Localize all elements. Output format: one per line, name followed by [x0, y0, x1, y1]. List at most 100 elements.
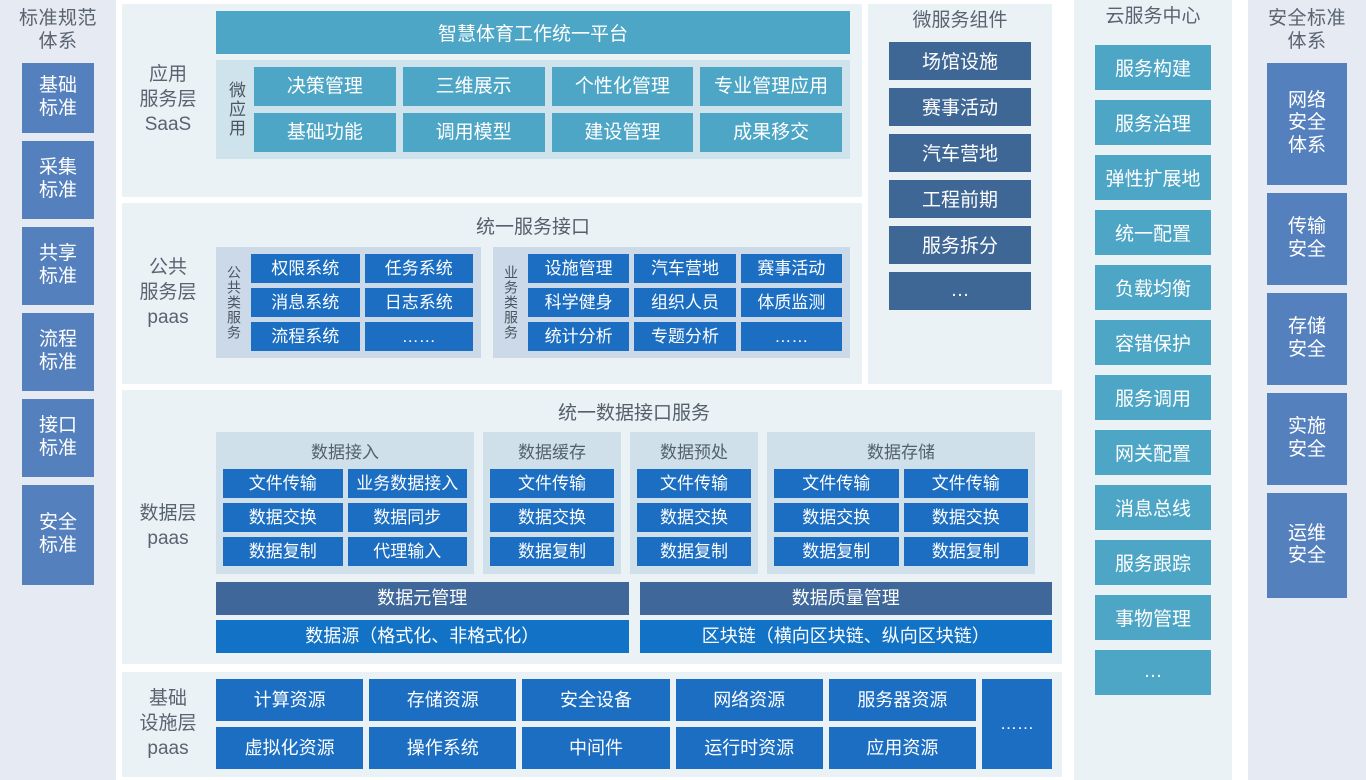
right-rail-item-2[interactable]: 存储安全	[1267, 292, 1347, 385]
infra-item-6[interactable]: 操作系统	[369, 727, 517, 769]
public-service-item-1-3[interactable]: 科学健身	[528, 288, 630, 317]
right-rail-item-3[interactable]: 实施安全	[1267, 392, 1347, 485]
data-source-bar-0[interactable]: 数据源（格式化、非格式化）	[216, 620, 629, 653]
left-rail-item-0[interactable]: 基础标准	[22, 62, 94, 133]
right-rail-item-4[interactable]: 运维安全	[1267, 492, 1347, 598]
app-item-4[interactable]: 基础功能	[254, 113, 396, 152]
public-service-item-0-0[interactable]: 权限系统	[251, 254, 360, 283]
app-item-3[interactable]: 专业管理应用	[700, 67, 842, 106]
infra-item-2[interactable]: 安全设备	[522, 679, 670, 721]
app-item-2[interactable]: 个性化管理	[551, 67, 694, 106]
public-service-item-0-5[interactable]: ……	[364, 322, 473, 351]
right-rail-items: 网络安全体系传输安全存储安全实施安全运维安全	[1267, 62, 1347, 606]
data-item-2-1[interactable]: 数据交换	[637, 503, 751, 532]
microservice-item-4[interactable]: 服务拆分	[889, 225, 1031, 264]
data-item-0-2[interactable]: 数据交换	[223, 503, 343, 532]
data-item-3-4[interactable]: 数据复制	[774, 537, 899, 566]
right-rail-item-0[interactable]: 网络安全体系	[1267, 62, 1347, 185]
cloud-service-item-10[interactable]: 事物管理	[1095, 594, 1211, 640]
data-item-0-0[interactable]: 文件传输	[223, 469, 343, 498]
microservice-item-5[interactable]: …	[889, 271, 1031, 310]
cloud-service-item-5[interactable]: 容错保护	[1095, 319, 1211, 365]
app-item-0[interactable]: 决策管理	[254, 67, 396, 106]
data-item-2-0[interactable]: 文件传输	[637, 469, 751, 498]
infra-item-4[interactable]: 服务器资源	[828, 679, 976, 721]
data-item-1-0[interactable]: 文件传输	[490, 469, 614, 498]
cloud-service-item-6[interactable]: 服务调用	[1095, 374, 1211, 420]
public-service-item-0-1[interactable]: 任务系统	[364, 254, 473, 283]
data-item-1-1[interactable]: 数据交换	[490, 503, 614, 532]
public-service-item-0-3[interactable]: 日志系统	[364, 288, 473, 317]
public-service-item-1-5[interactable]: 体质监测	[740, 288, 842, 317]
microservice-column-title: 微服务组件	[912, 10, 1008, 31]
data-item-2-2[interactable]: 数据复制	[637, 537, 751, 566]
public-service-item-1-8[interactable]: ……	[740, 322, 842, 351]
right-rail-item-1[interactable]: 传输安全	[1267, 192, 1347, 285]
infra-item-8[interactable]: 运行时资源	[675, 727, 823, 769]
left-rail-item-4[interactable]: 接口标准	[22, 398, 94, 477]
data-item-3-0[interactable]: 文件传输	[774, 469, 899, 498]
cloud-service-item-4[interactable]: 负载均衡	[1095, 264, 1211, 310]
data-management-bar-0[interactable]: 数据元管理	[216, 582, 629, 615]
cloud-service-item-7[interactable]: 网关配置	[1095, 429, 1211, 475]
cloud-service-item-0[interactable]: 服务构建	[1095, 44, 1211, 90]
cloud-service-item-9[interactable]: 服务跟踪	[1095, 539, 1211, 585]
app-item-7[interactable]: 成果移交	[700, 113, 842, 152]
public-service-item-1-7[interactable]: 专题分析	[634, 322, 736, 351]
infra-item-9[interactable]: 应用资源	[828, 727, 976, 769]
unified-platform-banner[interactable]: 智慧体育工作统一平台	[216, 11, 850, 54]
infra-item-5[interactable]: 虚拟化资源	[216, 727, 364, 769]
data-management-bar-1[interactable]: 数据质量管理	[639, 582, 1052, 615]
microservice-items: 场馆设施赛事活动汽车营地工程前期服务拆分 …	[889, 41, 1031, 318]
infra-item-0[interactable]: 计算资源	[216, 679, 364, 721]
data-item-0-5[interactable]: 代理输入	[347, 537, 467, 566]
app-item-5[interactable]: 调用模型	[402, 113, 545, 152]
left-rail-item-1[interactable]: 采集标准	[22, 140, 94, 219]
public-service-groups: 公共类服务权限系统任务系统消息系统日志系统流程系统……业务类服务设施管理汽车营地…	[216, 247, 850, 358]
public-service-item-0-4[interactable]: 流程系统	[251, 322, 360, 351]
left-rail-item-2[interactable]: 共享标准	[22, 226, 94, 305]
right-rail-item-label: 存储安全	[1287, 316, 1326, 360]
cloud-service-center-column: 云服务中心 服务构建服务治理弹性扩展地统一配置负载均衡容错保护服务调用网关配置消…	[1074, 0, 1232, 780]
microservice-item-1[interactable]: 赛事活动	[889, 87, 1031, 126]
cloud-service-item-11[interactable]: …	[1095, 649, 1211, 695]
infra-item-3[interactable]: 网络资源	[675, 679, 823, 721]
infrastructure-more-box[interactable]: ……	[982, 679, 1052, 769]
data-item-0-3[interactable]: 数据同步	[347, 503, 467, 532]
public-service-item-1-2[interactable]: 赛事活动	[740, 254, 842, 283]
unified-service-interface-title: 统一服务接口	[475, 217, 590, 238]
cloud-service-item-3[interactable]: 统一配置	[1095, 209, 1211, 255]
data-group-cells: 文件传输业务数据接入数据交换数据同步数据复制代理输入	[223, 469, 467, 566]
app-item-6[interactable]: 建设管理	[551, 113, 694, 152]
infra-item-1[interactable]: 存储资源	[369, 679, 517, 721]
data-item-3-1[interactable]: 文件传输	[903, 469, 1028, 498]
cloud-service-items: 服务构建服务治理弹性扩展地统一配置负载均衡容错保护服务调用网关配置消息总线服务跟…	[1095, 44, 1211, 705]
microservice-item-2[interactable]: 汽车营地	[889, 133, 1031, 172]
data-item-3-3[interactable]: 数据交换	[903, 503, 1028, 532]
left-rail-item-3[interactable]: 流程标准	[22, 312, 94, 391]
cloud-service-item-8[interactable]: 消息总线	[1095, 484, 1211, 530]
left-rail-item-5[interactable]: 安全标准	[22, 484, 94, 585]
public-service-item-0-2[interactable]: 消息系统	[251, 288, 360, 317]
public-service-item-1-0[interactable]: 设施管理	[528, 254, 630, 283]
public-service-item-1-4[interactable]: 组织人员	[634, 288, 736, 317]
public-service-item-1-1[interactable]: 汽车营地	[634, 254, 736, 283]
cloud-service-item-1[interactable]: 服务治理	[1095, 99, 1211, 145]
data-item-0-4[interactable]: 数据复制	[223, 537, 343, 566]
data-item-1-2[interactable]: 数据复制	[490, 537, 614, 566]
app-item-1[interactable]: 三维展示	[402, 67, 545, 106]
data-group-3: 数据存储文件传输文件传输数据交换数据交换数据复制数据复制	[767, 432, 1035, 574]
data-item-3-2[interactable]: 数据交换	[774, 503, 899, 532]
microservice-item-0[interactable]: 场馆设施	[889, 41, 1031, 80]
microservice-item-3[interactable]: 工程前期	[889, 179, 1031, 218]
right-security-rail: 安全标准体系 网络安全体系传输安全存储安全实施安全运维安全	[1248, 0, 1366, 780]
data-item-3-5[interactable]: 数据复制	[903, 537, 1028, 566]
data-item-0-1[interactable]: 业务数据接入	[347, 469, 467, 498]
infra-item-7[interactable]: 中间件	[522, 727, 670, 769]
public-service-item-1-6[interactable]: 统计分析	[528, 322, 630, 351]
cloud-service-item-2[interactable]: 弹性扩展地	[1095, 154, 1211, 200]
data-source-bar-1[interactable]: 区块链（横向区块链、纵向区块链）	[639, 620, 1052, 653]
